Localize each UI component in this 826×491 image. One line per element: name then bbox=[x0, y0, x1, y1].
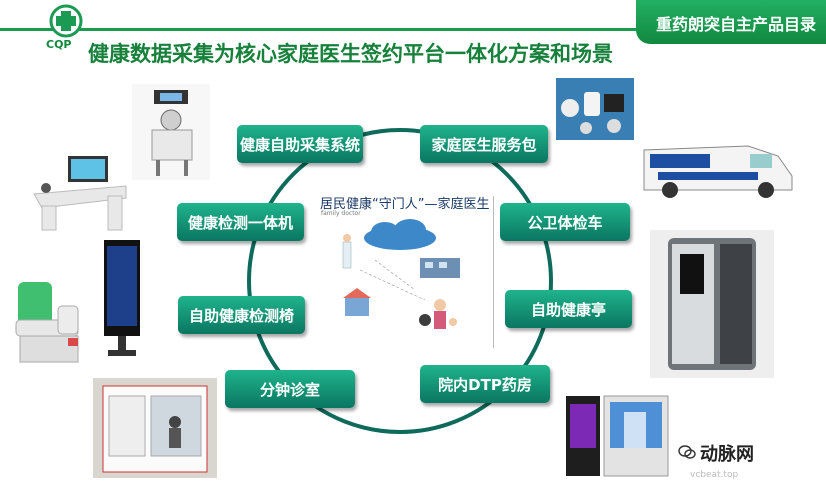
cqp-logo bbox=[49, 4, 83, 38]
scenario-minute-clinic: 分钟诊室 bbox=[225, 370, 355, 408]
minute-clinic-image bbox=[93, 378, 217, 478]
detection-desk-image bbox=[28, 150, 132, 234]
kiosk-screen-image bbox=[104, 240, 140, 356]
scenario-ring bbox=[247, 128, 553, 434]
family-doctor-illustration bbox=[342, 219, 460, 329]
center-title: 居民健康“守门人”—家庭医生 bbox=[320, 197, 490, 212]
section-tab: 重药朗突自主产品目录 bbox=[636, 0, 826, 44]
health-kiosk-image bbox=[650, 230, 774, 378]
collection-station-image bbox=[132, 84, 210, 180]
center-divider bbox=[493, 196, 494, 348]
scenario-service-package: 家庭医生服务包 bbox=[420, 125, 548, 163]
service-package-image bbox=[556, 78, 634, 140]
checkup-vehicle-image bbox=[638, 132, 798, 202]
scenario-checkup-vehicle: 公卫体检车 bbox=[500, 203, 630, 241]
section-tab-label: 重药朗突自主产品目录 bbox=[656, 15, 817, 34]
scenario-self-collection: 健康自助采集系统 bbox=[237, 125, 363, 163]
scenario-detection-machine: 健康检测一体机 bbox=[177, 203, 304, 241]
scenario-dtp-pharmacy: 院内DTP药房 bbox=[420, 365, 550, 403]
detection-chair-image bbox=[10, 276, 92, 366]
wechat-icon bbox=[678, 445, 696, 459]
scenario-health-kiosk: 自助健康亭 bbox=[505, 290, 632, 328]
center-subtitle: family doctor bbox=[321, 210, 361, 217]
watermark-site: vcbeat.top bbox=[690, 470, 739, 480]
scenario-detection-chair: 自助健康检测椅 bbox=[178, 296, 305, 334]
dtp-pharmacy-image bbox=[562, 390, 672, 482]
header-rule bbox=[0, 28, 826, 31]
watermark-text: 动脉网 bbox=[700, 444, 754, 465]
logo-text: CQP bbox=[46, 38, 72, 51]
page-title: 健康数据采集为核心家庭医生签约平台一体化方案和场景 bbox=[88, 42, 613, 66]
